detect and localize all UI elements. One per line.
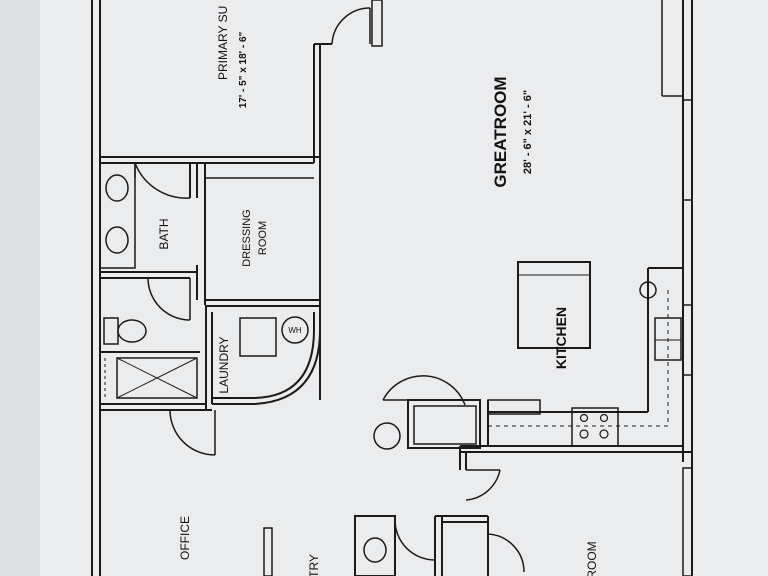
bedroom-label-partial: ROOM: [585, 541, 599, 576]
closet-box-inner: [413, 405, 477, 445]
dressing-room-label-2: ROOM: [257, 221, 269, 255]
hall-door-swing: [394, 519, 436, 561]
laundry-door-swing: [169, 409, 216, 456]
burner-3: [579, 429, 589, 439]
closet-door-swing: [382, 375, 466, 406]
burner-1: [579, 413, 589, 423]
paper-shadow-left: [0, 0, 40, 576]
burner-4: [599, 429, 609, 439]
sink-1: [105, 174, 129, 202]
office-label: OFFICE: [178, 516, 192, 560]
bath-door-swing: [134, 162, 191, 199]
window-right-2: [682, 304, 693, 376]
laundry-label: LAUNDRY: [217, 336, 231, 393]
closet-wall-top: [371, 0, 383, 47]
column: [373, 422, 401, 450]
range: [571, 407, 619, 447]
shower-diag-2: [116, 357, 198, 399]
kitchen-label: KITCHEN: [553, 307, 569, 369]
toilet-bowl: [117, 319, 147, 343]
bedroom-door-swing: [487, 533, 525, 573]
refrigerator-mark: [639, 281, 657, 299]
dressing-room-label-1: DRESSING: [241, 209, 253, 266]
pantry-shelf: [263, 527, 273, 576]
bath-vanity: [99, 162, 136, 269]
primary-suite-dims: 17' - 5" x 18' - 6": [238, 31, 249, 108]
hall-bath-vanity: [354, 515, 396, 576]
window-right-3: [682, 467, 693, 576]
sink-2: [105, 226, 129, 254]
window-right-1: [682, 99, 693, 201]
bath-label: BATH: [157, 218, 171, 249]
greatroom-dims: 28' - 6" x 21' - 6": [522, 90, 534, 174]
laundry-curved-wall-b: [212, 312, 315, 399]
water-heater-label: WH: [288, 326, 302, 335]
dishwasher: [487, 399, 541, 415]
pantry-label-partial: TRY: [307, 554, 321, 576]
pantry-door-swing: [465, 469, 501, 501]
water-heater-circle: [281, 316, 309, 344]
toilet-door-swing: [147, 277, 191, 321]
greatroom-name: GREATROOM: [491, 76, 510, 187]
hall-sink: [363, 537, 387, 563]
kitchen-island: [517, 261, 591, 349]
primary-suite-name: PRIMARY SU: [216, 6, 230, 80]
burner-2: [599, 413, 609, 423]
shower: [116, 357, 198, 399]
kitchen-sink: [654, 317, 682, 361]
washer: [239, 317, 277, 357]
primary-door-swing: [331, 7, 371, 45]
laundry-curved-wall: [212, 306, 321, 405]
closet-box: [407, 399, 481, 449]
